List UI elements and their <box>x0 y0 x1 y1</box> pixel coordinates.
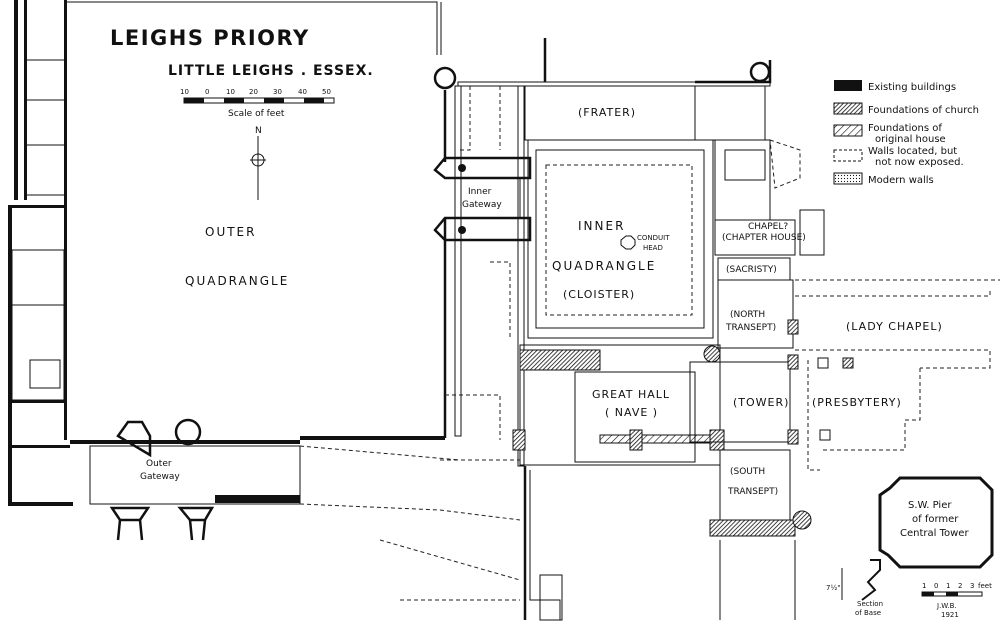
drawing-year: 1921 <box>941 611 959 619</box>
inset-scale-tick: 1 <box>922 582 926 590</box>
chapel-label: CHAPEL? <box>748 222 788 232</box>
south-transept-label: TRANSEPT) <box>727 487 778 497</box>
inner-quadrangle-label: QUADRANGLE <box>552 259 656 273</box>
north-arrow-icon: N <box>250 126 266 200</box>
plan-subtitle: LITTLE LEIGHS . ESSEX. <box>168 63 374 79</box>
legend-walls: not now exposed. <box>875 157 964 168</box>
west-range <box>8 0 73 506</box>
scale-label: Scale of feet <box>228 109 285 119</box>
legend-swatch-original <box>833 124 863 137</box>
south-transept-label: (SOUTH <box>730 467 765 477</box>
legend-original: Foundations of <box>868 123 942 134</box>
chapter-house-label: (CHAPTER HOUSE) <box>722 233 806 243</box>
outer-gateway-label: Outer <box>146 459 172 469</box>
sacristy-label: (SACRISTY) <box>726 265 777 275</box>
legend-modern: Modern walls <box>868 175 934 186</box>
legend-church: Foundations of church <box>868 105 979 116</box>
lady-chapel-label: (LADY CHAPEL) <box>846 320 943 333</box>
inset-label: Central Tower <box>900 528 969 539</box>
great-hall-label: GREAT HALL <box>592 388 670 401</box>
north-transept-label: (NORTH <box>730 310 765 320</box>
scale-tick: 0 <box>205 88 209 96</box>
scale-tick: 40 <box>298 88 307 96</box>
legend-swatch-modern <box>833 172 863 185</box>
legend-existing: Existing buildings <box>868 82 956 93</box>
presbytery-lady-chapel <box>795 279 1000 471</box>
legend: Existing buildings Foundations of church… <box>833 80 979 186</box>
legend-original: original house <box>875 134 946 145</box>
inset-label: of former <box>912 514 959 525</box>
dashed-outbuildings <box>379 459 521 601</box>
nave-label: ( NAVE ) <box>605 406 658 419</box>
frater-label: (FRATER) <box>578 106 636 119</box>
north-label: N <box>255 126 262 136</box>
inset-scale-tick: 1 <box>946 582 950 590</box>
outer-gateway <box>70 418 461 541</box>
legend-swatch-church <box>833 102 863 115</box>
scale-tick: 20 <box>249 88 258 96</box>
outer-gateway-label: Gateway <box>140 472 180 482</box>
legend-swatch-walls <box>833 149 863 162</box>
draughtsman-initials: J.W.B. <box>936 602 957 610</box>
sw-pier-inset: S.W. Pier of former Central Tower 7½" Se… <box>826 476 994 619</box>
outer-quadrangle-label: OUTER <box>205 225 256 239</box>
conduit-head-label: CONDUIT <box>637 234 670 242</box>
presbytery-label: (PRESBYTERY) <box>812 396 902 409</box>
inset-dimension: 7½" <box>826 584 840 592</box>
inner-quadrangle-label: INNER <box>578 219 625 233</box>
outer-quadrangle-walls <box>67 1 501 440</box>
scale-tick: 10 <box>226 88 235 96</box>
legend-walls: Walls located, but <box>868 146 957 157</box>
section-label: of Base <box>855 609 881 617</box>
section-label: Section <box>857 600 883 608</box>
inset-scale-unit: feet <box>978 582 992 590</box>
inner-gateway-label: Inner <box>468 187 492 197</box>
scale-tick: 50 <box>322 88 331 96</box>
conduit-head-label: HEAD <box>643 244 663 252</box>
inner-gateway <box>433 156 532 242</box>
tower-label: (TOWER) <box>733 396 789 409</box>
inner-quadrangle <box>454 81 771 467</box>
outer-quadrangle-label: QUADRANGLE <box>185 274 289 288</box>
north-transept-label: TRANSEPT) <box>725 323 776 333</box>
inner-gateway-label: Gateway <box>462 200 502 210</box>
inset-scale-tick: 3 <box>970 582 974 590</box>
church <box>512 279 812 621</box>
frater-east-range <box>524 38 825 281</box>
scale-bar: 10 0 10 20 30 40 50 Scale of feet <box>180 88 335 119</box>
inset-scale-tick: 2 <box>958 582 962 590</box>
inset-label: S.W. Pier <box>908 500 952 511</box>
inset-scale-tick: 0 <box>934 582 938 590</box>
scale-tick: 30 <box>273 88 282 96</box>
legend-swatch-existing <box>834 80 862 91</box>
plan-title: LEIGHS PRIORY <box>110 26 310 50</box>
scale-tick: 10 <box>180 88 189 96</box>
cloister-label: (CLOISTER) <box>563 288 635 301</box>
